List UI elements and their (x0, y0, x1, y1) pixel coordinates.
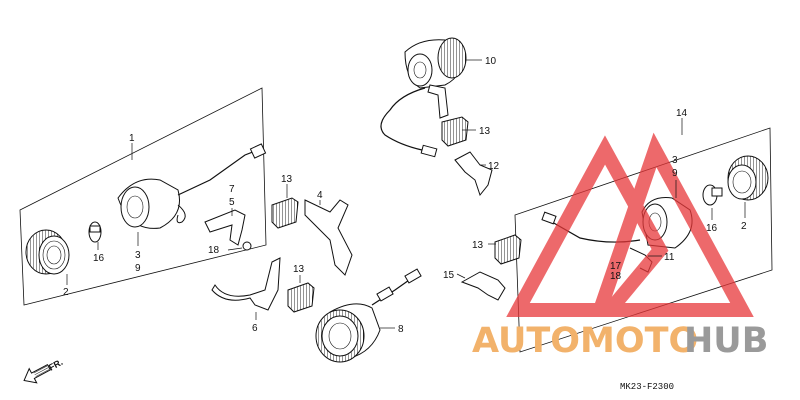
bracket-6 (211, 257, 281, 311)
label-part-13-left: 13 (281, 174, 293, 185)
bracket-15 (460, 271, 506, 301)
label-part-15: 15 (443, 270, 455, 281)
label-part-10: 10 (485, 56, 497, 67)
lens-right (727, 155, 769, 201)
front-direction-label: FR. (47, 357, 64, 373)
label-part-9-right: 9 (672, 168, 678, 179)
front-direction-arrow (23, 363, 51, 384)
label-part-4: 4 (317, 190, 323, 201)
lens-left (25, 229, 70, 275)
leader-lines (66, 59, 746, 329)
bulb-right (702, 184, 723, 206)
label-part-11: 11 (664, 252, 675, 263)
label-part-2-left: 2 (63, 287, 69, 298)
label-part-13-right: 13 (472, 240, 484, 251)
label-part-2-right: 2 (741, 221, 747, 232)
label-part-6: 6 (252, 323, 258, 334)
group-frame-left (19, 87, 267, 306)
bracket-7-5 (204, 209, 246, 246)
rubber-top (441, 116, 469, 147)
rubber-mid (287, 282, 315, 313)
label-part-12: 12 (488, 161, 500, 172)
label-part-3-left: 3 (135, 250, 141, 261)
label-part-1: 1 (129, 133, 135, 144)
label-part-3-right: 3 (672, 155, 678, 166)
bracket-12 (454, 151, 493, 197)
label-part-9-left: 9 (135, 263, 141, 274)
label-part-17: 17 (610, 261, 622, 272)
turn-signal-10 (380, 37, 467, 158)
logo-triangle-a (506, 135, 669, 317)
rubber-right (494, 234, 522, 265)
label-part-14: 14 (676, 108, 688, 119)
label-part-16-left: 16 (93, 253, 105, 264)
housing-left (117, 143, 267, 229)
label-part-16-right: 16 (706, 223, 718, 234)
label-part-13-top: 13 (479, 126, 491, 137)
label-part-18-right: 18 (610, 271, 622, 282)
watermark-text-main: AUTOMOTO (472, 321, 698, 361)
label-part-5: 5 (229, 197, 235, 208)
label-part-8: 8 (398, 324, 404, 335)
label-part-18-left: 18 (208, 245, 220, 256)
turn-signal-8 (315, 268, 422, 363)
logo-triangle-b (590, 132, 754, 317)
watermark-text-hub: HUB (684, 321, 768, 361)
watermark-logo (506, 132, 754, 317)
rubber-left (271, 197, 299, 229)
bracket-4 (304, 199, 353, 276)
label-part-7: 7 (229, 184, 235, 195)
diagram-code: MK23-F2300 (620, 382, 674, 392)
bulb-left (88, 221, 102, 243)
screw-left (242, 241, 252, 251)
label-part-13-mid: 13 (293, 264, 305, 275)
